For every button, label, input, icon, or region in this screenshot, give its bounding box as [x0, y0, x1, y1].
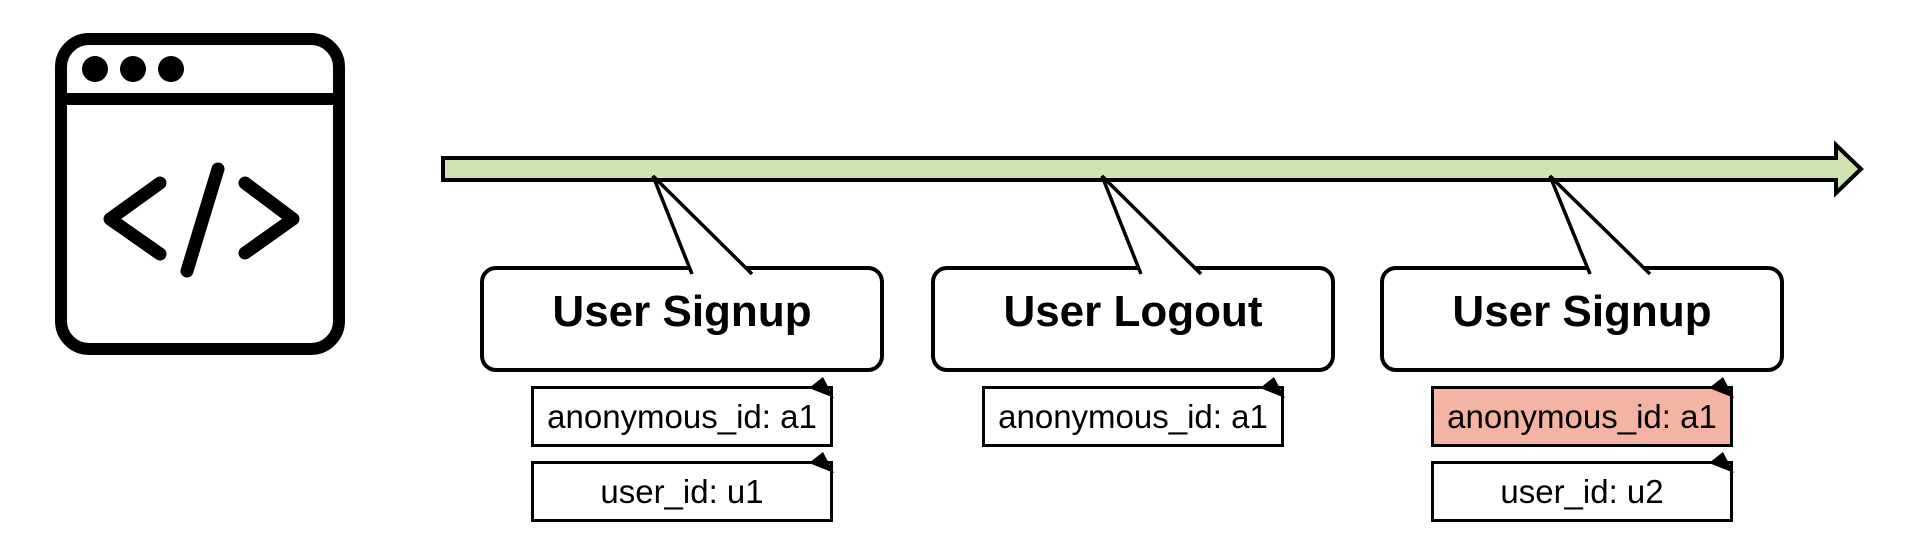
folded-corner-icon	[1709, 452, 1734, 473]
code-glyph-icon	[103, 162, 300, 278]
event-title: User Signup	[1452, 287, 1712, 336]
callout-tail	[1100, 174, 1203, 276]
folded-corner-icon	[1260, 377, 1285, 398]
property-tag: anonymous_id: a1	[982, 377, 1285, 447]
property-tag-highlighted: anonymous_id: a1	[1431, 377, 1734, 447]
property-text: user_id: u1	[600, 472, 764, 510]
event-group-3: User Signup anonymous_id: a1 user_id: u2	[1380, 266, 1784, 522]
callout-tail	[1548, 174, 1652, 276]
property-text: anonymous_id: a1	[1447, 397, 1717, 435]
property-text: anonymous_id: a1	[547, 397, 817, 435]
event-title: User Signup	[552, 287, 812, 336]
timeline-arrow	[441, 140, 1864, 198]
event-group-1: User Signup anonymous_id: a1 user_id: u1	[480, 266, 884, 522]
event-group-2: User Logout anonymous_id: a1	[931, 266, 1335, 447]
folded-corner-icon	[809, 452, 834, 473]
property-text: anonymous_id: a1	[998, 397, 1268, 435]
property-text: user_id: u2	[1500, 472, 1664, 510]
window-dot-icon	[120, 56, 146, 82]
property-tag: user_id: u1	[531, 452, 834, 522]
code-browser-icon	[55, 33, 345, 355]
callout-tail	[651, 174, 754, 276]
folded-corner-icon	[809, 377, 834, 398]
event-callout: User Logout	[931, 266, 1335, 372]
event-callout: User Signup	[1380, 266, 1784, 372]
property-tag: anonymous_id: a1	[531, 377, 834, 447]
window-dot-icon	[158, 56, 184, 82]
event-title: User Logout	[1003, 287, 1263, 336]
event-callout: User Signup	[480, 266, 884, 372]
property-tag: user_id: u2	[1431, 452, 1734, 522]
folded-corner-icon	[1709, 377, 1734, 398]
window-dot-icon	[82, 56, 108, 82]
